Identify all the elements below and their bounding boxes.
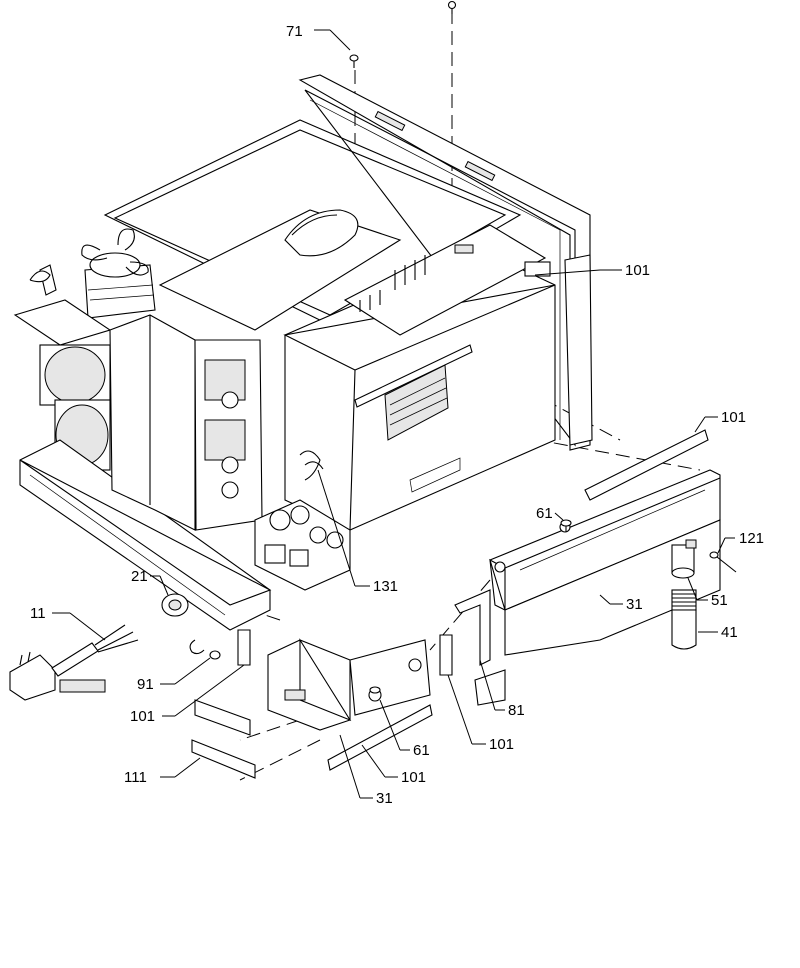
- callout-31-lower: 31: [376, 790, 393, 807]
- oven-cabinet: [103, 74, 593, 531]
- callout-131: 131: [373, 578, 398, 595]
- callout-81: 81: [508, 702, 525, 719]
- sensor-121: [709, 551, 737, 573]
- lamp-bulb-41: [671, 589, 697, 650]
- ferrite-core-21: [161, 593, 189, 617]
- callout-11: 11: [30, 605, 46, 622]
- screw-61-upper: [560, 519, 572, 532]
- fan-motor-assembly: [81, 228, 156, 319]
- callout-31-right: 31: [626, 596, 643, 613]
- bar-101-small-vertical: [237, 629, 251, 666]
- bar-101-upper-right: [584, 429, 709, 501]
- capacitor-assembly: [254, 499, 351, 591]
- lamp-socket-51: [671, 539, 697, 579]
- bar-111: [191, 739, 256, 779]
- bracket-81: [454, 589, 506, 706]
- bar-101-lower-center: [327, 704, 433, 771]
- callout-101-lower-bar: 101: [401, 769, 426, 786]
- magnetron-bracket: [109, 314, 263, 531]
- vent-grille-pattern: [389, 377, 448, 426]
- bar-101-vertical-right: [439, 634, 453, 676]
- callout-leaders: [52, 29, 735, 799]
- callout-71: 71: [286, 23, 303, 40]
- callout-111: 111: [124, 769, 147, 786]
- callout-51: 51: [711, 592, 728, 609]
- high-voltage-diode: [299, 450, 324, 481]
- bar-101-lower-left: [194, 699, 251, 736]
- pcb-components: [359, 244, 551, 312]
- callout-61-upper: 61: [536, 505, 553, 522]
- power-cord-11: [9, 624, 139, 701]
- callout-101-upper-bar: 101: [721, 409, 746, 426]
- callout-91: 91: [137, 676, 154, 693]
- callout-101-vertical-bar: 101: [489, 736, 514, 753]
- callout-61-lower: 61: [413, 742, 430, 759]
- clip-91: [189, 639, 221, 660]
- callout-labels: 71 101 101 61 121 51 31 41 131 21 11 91 …: [30, 23, 764, 807]
- callout-121: 121: [739, 530, 764, 547]
- screw-71-icon: [349, 54, 359, 68]
- callout-101-pcb: 101: [625, 262, 650, 279]
- top-screw-icon: [447, 0, 457, 14]
- transformer: [13, 264, 112, 471]
- callout-101-small-bar: 101: [130, 708, 155, 725]
- screw-61-lower: [369, 686, 381, 694]
- bracket-channel-lower: [267, 638, 431, 731]
- callout-41: 41: [721, 624, 738, 641]
- callout-21: 21: [131, 568, 148, 585]
- base-plate: [19, 439, 272, 631]
